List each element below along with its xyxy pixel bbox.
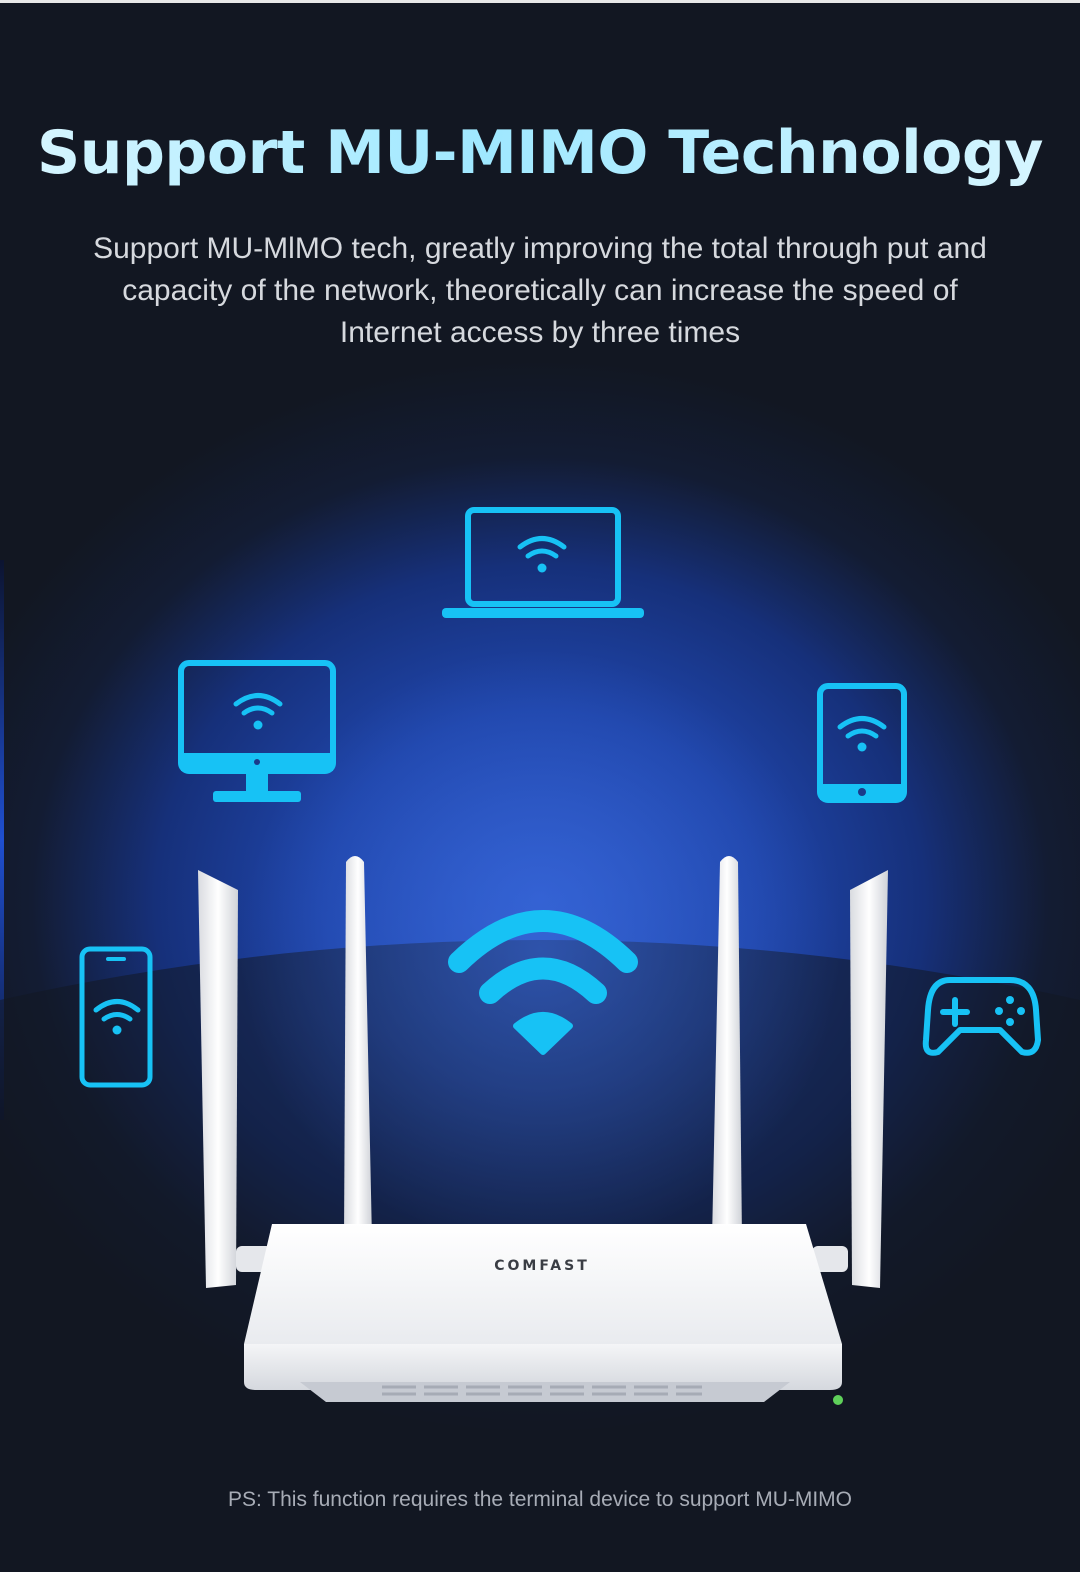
- top-border: [0, 0, 1080, 3]
- router-antennas: [198, 856, 888, 1288]
- page-subtitle: Support MU-MlMO tech, greatly improving …: [93, 232, 987, 349]
- router-vents: [382, 1385, 702, 1396]
- left-edge-glow: [0, 560, 4, 1120]
- page-title: Support MU-MIMO Technology: [0, 118, 1080, 188]
- router: COMFAST: [244, 1224, 842, 1402]
- phone-icon: [79, 946, 153, 1088]
- status-led: [833, 1395, 843, 1405]
- center-glow: [240, 650, 840, 1250]
- wifi-icon: [448, 910, 638, 1055]
- monitor-icon: [178, 660, 336, 802]
- gamepad-icon: [922, 977, 1041, 1056]
- router-brand-logo: COMFAST: [494, 1258, 590, 1274]
- tablet-icon: [817, 683, 907, 803]
- laptop-icon: [442, 507, 644, 618]
- footnote: PS: This function requires the terminal …: [227, 1488, 853, 1511]
